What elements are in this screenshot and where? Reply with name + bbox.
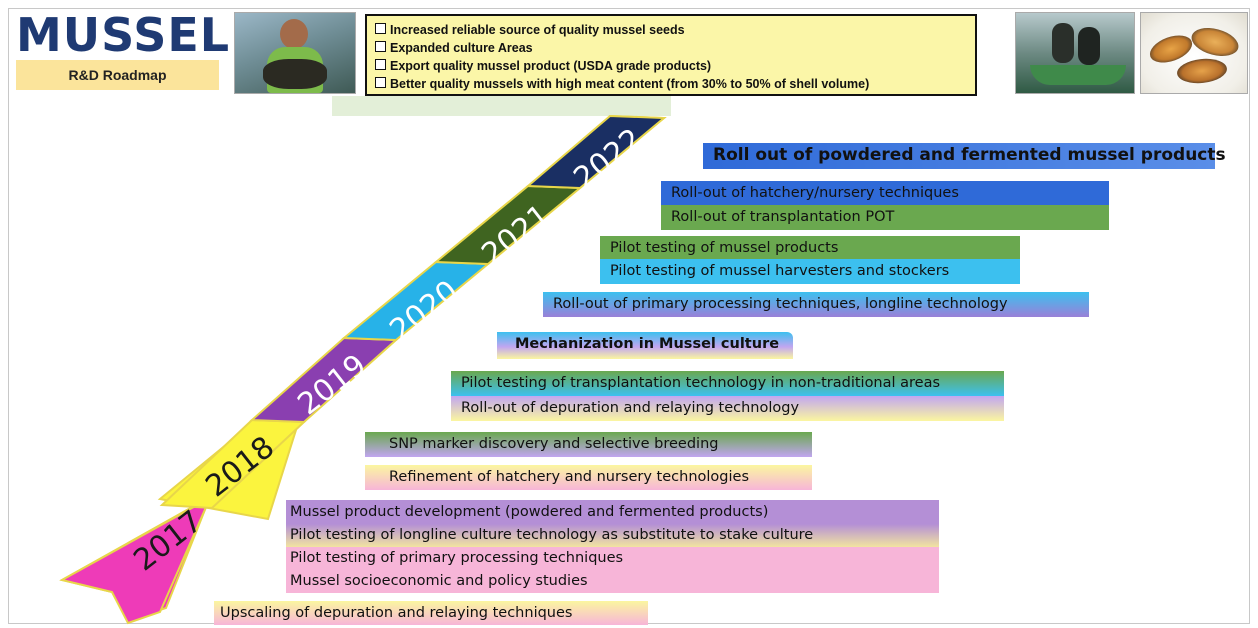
goal-item: Better quality mussels with high meat co… <box>375 75 967 93</box>
goal-item: Increased reliable source of quality mus… <box>375 21 967 39</box>
page-subtitle: R&D Roadmap <box>16 60 219 90</box>
goal-item: Export quality mussel product (USDA grad… <box>375 57 967 75</box>
activity-bar: Roll out of powdered and fermented musse… <box>703 143 1226 169</box>
goals-box: Increased reliable source of quality mus… <box>365 14 977 96</box>
activity-bar: Roll-out of depuration and relaying tech… <box>451 396 1004 421</box>
activity-bar: Pilot testing of transplantation technol… <box>451 371 1004 396</box>
activity-bar: Refinement of hatchery and nursery techn… <box>365 465 812 490</box>
activity-bar: Roll-out of hatchery/nursery techniques <box>661 181 1109 206</box>
page-title: MUSSEL <box>16 8 231 62</box>
activity-bar: Pilot testing of primary processing tech… <box>286 547 939 570</box>
activity-bar: Mussel socioeconomic and policy studies <box>286 570 939 593</box>
activity-bar: Pilot testing of mussel harvesters and s… <box>600 259 1020 284</box>
checkbox-icon <box>375 23 386 34</box>
activity-bar: Upscaling of depuration and relaying tec… <box>214 601 648 625</box>
harvest-boat-photo <box>1015 12 1135 94</box>
checkbox-icon <box>375 41 386 52</box>
activity-bar: Pilot testing of longline culture techno… <box>286 524 939 547</box>
activity-bar: Mechanization in Mussel culture <box>497 332 793 359</box>
farmer-photo <box>234 12 356 94</box>
checkbox-icon <box>375 77 386 88</box>
goals-shadow <box>332 96 671 116</box>
checkbox-icon <box>375 59 386 70</box>
activity-bar: Roll-out of primary processing technique… <box>543 292 1089 317</box>
goal-item: Expanded culture Areas <box>375 39 967 57</box>
activity-bar: Pilot testing of mussel products <box>600 236 1020 261</box>
mussels-photo <box>1140 12 1248 94</box>
activity-bar: Roll-out of transplantation POT <box>661 205 1109 230</box>
activity-bar: SNP marker discovery and selective breed… <box>365 432 812 457</box>
activity-bar: Mussel product development (powdered and… <box>286 500 939 524</box>
